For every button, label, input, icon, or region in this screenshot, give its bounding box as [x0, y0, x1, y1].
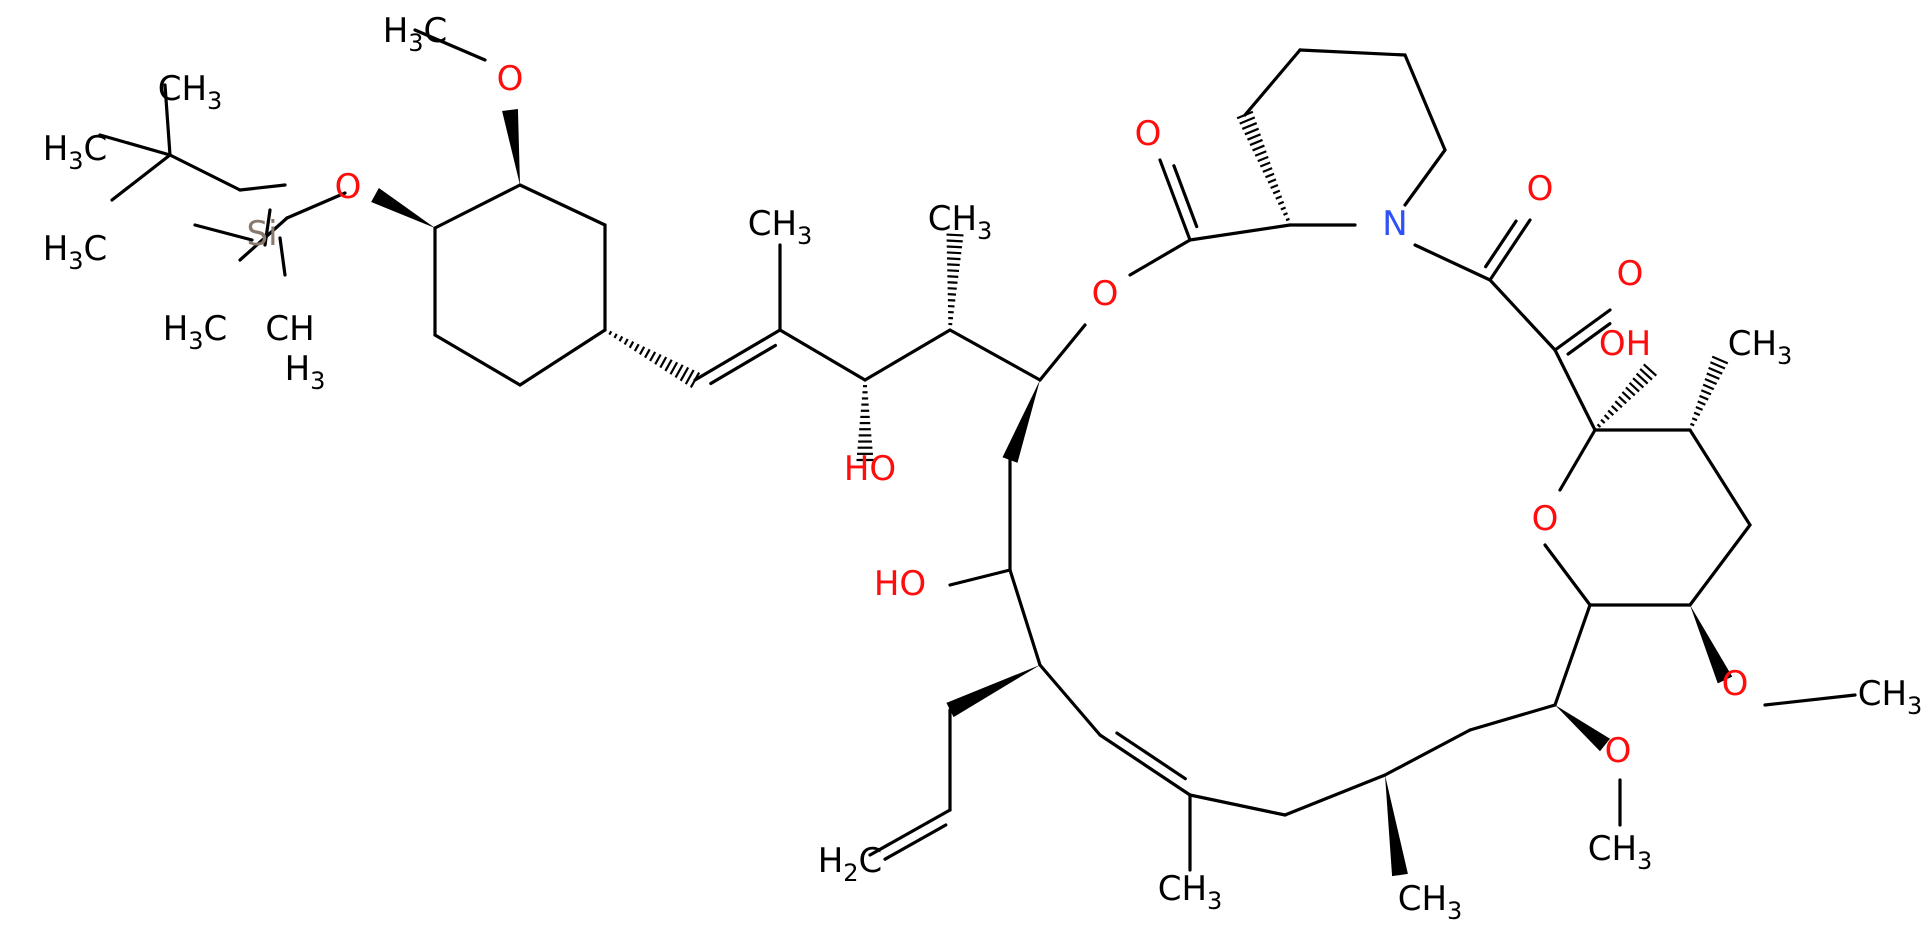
bond-3	[110, 153, 172, 202]
atom-label-15: N	[1382, 204, 1407, 244]
bond-8	[238, 216, 289, 262]
atom-label-7: H3C	[163, 309, 228, 355]
bond-55	[1688, 428, 1752, 527]
atom-label-21: HO	[874, 564, 926, 604]
bond-5	[263, 208, 272, 247]
atom-label-25: CH3	[1588, 829, 1653, 875]
bond-44	[1403, 53, 1447, 152]
bond-49	[1484, 219, 1518, 269]
bond-53	[1553, 348, 1597, 432]
atom-label-6: O	[335, 167, 362, 207]
atom-label-27: CH3	[1158, 869, 1223, 915]
bond-52	[1566, 322, 1612, 356]
atom-label-12: HO	[844, 449, 896, 489]
atom-label-8: CH	[265, 309, 314, 349]
hashed-bond	[856, 385, 874, 462]
bond-36	[883, 823, 948, 861]
bond-22	[948, 328, 1042, 382]
bond-47	[1413, 243, 1492, 282]
bond-9	[285, 191, 347, 220]
bond-1	[98, 133, 172, 157]
atom-label-10: CH3	[748, 204, 813, 250]
bond-58	[1543, 543, 1592, 607]
bond-14	[433, 333, 522, 387]
atom-label-13: O	[1092, 274, 1119, 314]
atom-label-20: O	[1532, 499, 1559, 539]
atom-label-19: CH3	[1728, 324, 1793, 370]
atom-label-14: O	[1135, 114, 1162, 154]
bond-32	[1383, 728, 1472, 777]
atom-label-28: CH3	[1398, 879, 1463, 925]
bond-60	[1763, 693, 1857, 707]
atom-label-4: H3C	[43, 229, 108, 275]
bond-0	[168, 153, 242, 192]
atom-label-18: OH	[1599, 324, 1651, 364]
wedge-bond	[371, 187, 435, 228]
wedge-bond	[1690, 605, 1733, 684]
bond-48	[1488, 218, 1532, 282]
bond-23	[1038, 323, 1087, 382]
bond-42	[1243, 48, 1302, 117]
bond-11	[518, 183, 607, 227]
atom-label-1: O	[497, 59, 524, 99]
hashed-bond	[946, 233, 964, 326]
atom-label-23: CH3	[1858, 674, 1923, 720]
bond-2	[163, 83, 172, 157]
bond-61	[1553, 603, 1592, 707]
bond-25	[1008, 568, 1042, 667]
bond-56	[1688, 523, 1752, 607]
bond-7	[238, 183, 287, 192]
wedge-bond	[502, 108, 520, 185]
atom-label-9: H3	[285, 349, 326, 395]
atom-label-26: H2C	[818, 841, 883, 887]
bond-39	[1188, 223, 1292, 242]
bond-20	[778, 328, 867, 382]
atom-label-16: O	[1527, 169, 1554, 209]
bond-4	[193, 223, 254, 242]
bond-10	[433, 183, 522, 230]
bond-6	[278, 236, 287, 277]
bond-27	[1098, 733, 1192, 797]
bond-50	[1488, 278, 1557, 352]
atom-label-0: H3C	[383, 11, 448, 57]
bond-17	[693, 328, 782, 382]
atom-label-3: H3C	[43, 129, 108, 175]
atom-label-24: O	[1605, 731, 1632, 771]
bond-57	[1558, 428, 1597, 492]
hashed-bond	[1596, 363, 1658, 428]
bond-layer	[98, 28, 1857, 877]
bond-45	[1403, 148, 1447, 207]
bond-38	[1128, 238, 1192, 277]
bond-43	[1298, 48, 1407, 57]
wedge-bond	[946, 665, 1040, 718]
atom-label-11: CH3	[928, 199, 993, 245]
atom-label-2: CH3	[158, 69, 223, 115]
atom-label-17: O	[1617, 254, 1644, 294]
bond-31	[1283, 773, 1387, 817]
bond-30	[1188, 793, 1287, 817]
bond-41	[1172, 164, 1199, 229]
bond-18	[709, 343, 777, 386]
bond-16	[413, 28, 487, 62]
bond-37	[948, 568, 1012, 587]
atom-label-22: O	[1722, 664, 1749, 704]
hashed-bond	[1690, 355, 1729, 427]
hashed-bond	[1236, 110, 1290, 222]
atom-label-5: Si	[246, 214, 277, 254]
wedge-bond	[1385, 775, 1408, 877]
bond-28	[1115, 731, 1187, 781]
bond-13	[518, 328, 607, 387]
bond-21	[863, 328, 952, 382]
bond-33	[1468, 703, 1557, 732]
hashed-bond	[608, 330, 701, 388]
bond-26	[1038, 663, 1102, 737]
bond-40	[1158, 158, 1192, 242]
wedge-bond	[1002, 380, 1040, 463]
bond-35	[868, 808, 952, 857]
bond-51	[1553, 308, 1612, 352]
wedge-bond	[1555, 705, 1610, 752]
